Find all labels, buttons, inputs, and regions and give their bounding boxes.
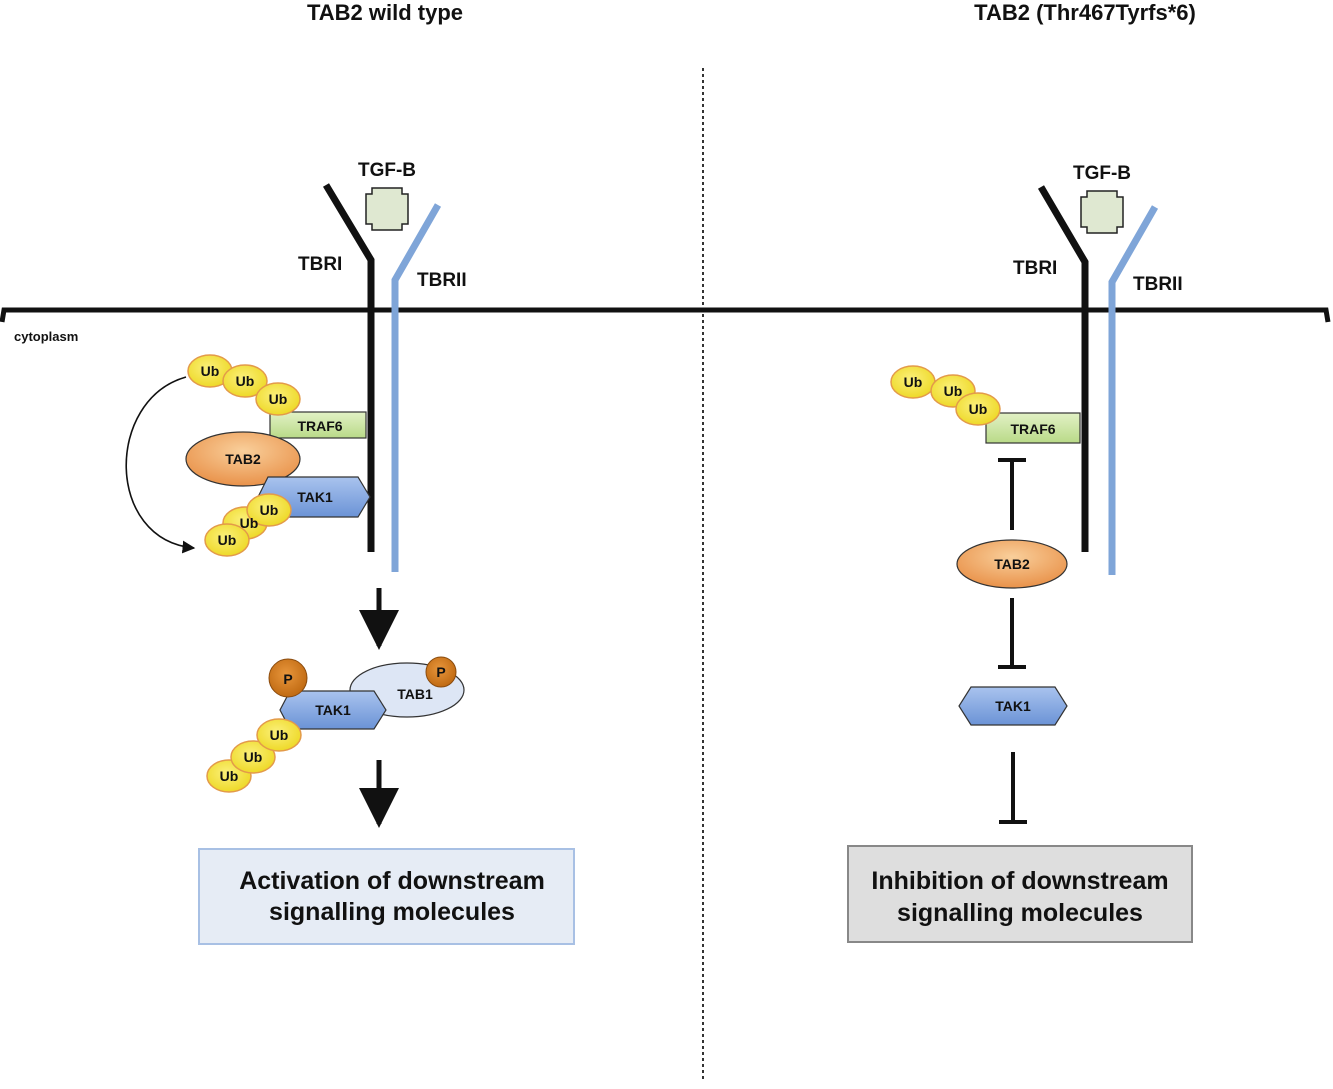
- tab2-label-mutant: TAB2: [994, 556, 1030, 572]
- traf6-label-mutant: TRAF6: [1010, 421, 1055, 437]
- phospho-label: P: [283, 671, 292, 687]
- tak1-label: TAK1: [297, 489, 333, 505]
- cytoplasm-label: cytoplasm: [14, 329, 78, 344]
- ub-label: Ub: [944, 383, 963, 399]
- tab2-oval: [185, 431, 301, 487]
- ub-label: Ub: [904, 374, 923, 390]
- phospho-circle: [268, 658, 308, 698]
- ub-label: Ub: [969, 401, 988, 417]
- tbrii-label: TBRII: [417, 270, 467, 291]
- tbri-label-mutant: TBRI: [1013, 258, 1057, 279]
- cell-membrane: [0, 307, 1331, 323]
- panel-title-wild-type: TAB2 wild type: [307, 0, 463, 25]
- ub-label: Ub: [244, 749, 263, 765]
- panel-title-mutant: TAB2 (Thr467Tyrfs*6): [974, 0, 1196, 25]
- ub-label: Ub: [201, 363, 220, 379]
- ub-label: Ub: [220, 768, 239, 784]
- traf6-box: [269, 411, 367, 439]
- ub-label: Ub: [236, 373, 255, 389]
- ub-circle: [255, 382, 301, 416]
- ub-label: Ub: [270, 727, 289, 743]
- ub-label: Ub: [260, 502, 279, 518]
- ub-label: Ub: [218, 532, 237, 548]
- ub-circle: [256, 718, 302, 752]
- ub-circle: [246, 493, 292, 527]
- tbrii-receptor-mutant: [1108, 205, 1159, 575]
- activation-outcome-line1: Activation of downstream: [239, 867, 545, 895]
- inhibition-outcome-box: [847, 845, 1193, 943]
- activation-outcome-line2: signalling molecules: [269, 898, 515, 926]
- ub-circle: [955, 392, 1001, 426]
- tgf-b-ligand: [365, 187, 409, 231]
- tab2-label: TAB2: [225, 451, 261, 467]
- ub-circle: [204, 523, 250, 557]
- tab2-oval-mutant: [956, 539, 1068, 589]
- tak1-active-label: TAK1: [315, 702, 351, 718]
- inhibition-outcome-line2: signalling molecules: [897, 899, 1143, 927]
- tak1-hexagon-active: [279, 690, 387, 730]
- traf6-box-mutant: [985, 412, 1081, 444]
- phospho-circle: [425, 656, 457, 688]
- tbrii-receptor: [391, 203, 442, 572]
- tbri-receptor: [322, 183, 375, 552]
- ub-label: Ub: [269, 391, 288, 407]
- tab1-label: TAB1: [397, 686, 433, 702]
- ubiquitin-transfer-arrow: [125, 376, 196, 554]
- phospho-label: P: [436, 664, 445, 680]
- tgf-b-label-mutant: TGF-B: [1073, 163, 1131, 184]
- tgf-b-label: TGF-B: [358, 160, 416, 181]
- tbrii-label-mutant: TBRII: [1133, 274, 1183, 295]
- ub-label: Ub: [240, 515, 259, 531]
- tbri-label: TBRI: [298, 254, 342, 275]
- traf6-label: TRAF6: [297, 418, 342, 434]
- tbri-receptor-mutant: [1037, 185, 1089, 552]
- tak1-hexagon-mutant: [958, 686, 1068, 726]
- ub-circle: [230, 740, 276, 774]
- tgf-b-ligand-mutant: [1080, 190, 1124, 234]
- inhibition-outcome-line1: Inhibition of downstream: [871, 867, 1168, 895]
- ub-circle: [222, 364, 268, 398]
- tak1-label-mutant: TAK1: [995, 698, 1031, 714]
- activation-outcome-box: [198, 848, 575, 945]
